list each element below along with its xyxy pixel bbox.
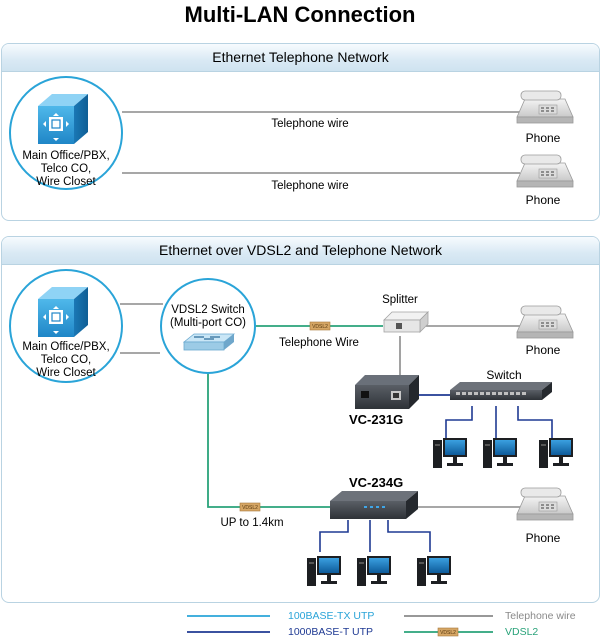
vdsl2-tag — [239, 502, 261, 512]
office-label: Main Office/PBX, Telco CO, Wire Closet — [22, 150, 110, 188]
panel-header: Ethernet Telephone Network — [2, 44, 599, 72]
legend-label-vdsl2: VDSL2 — [505, 626, 539, 638]
splitter-label: Splitter — [382, 294, 418, 306]
legend-label-100base-tx: 100BASE-TX UTP — [288, 610, 375, 622]
pc-icon — [357, 556, 391, 586]
phone-label: Phone — [525, 531, 561, 545]
office-icon — [37, 286, 89, 338]
telephone-wire-label: Telephone wire — [271, 118, 349, 130]
office-label: Main Office/PBX, Telco CO, Wire Closet — [22, 341, 110, 379]
vc-231g-icon — [355, 375, 419, 409]
switch-label: Switch — [486, 368, 522, 382]
splitter-icon — [383, 311, 429, 333]
phone-label: Phone — [525, 193, 561, 207]
switch-icon — [450, 382, 552, 400]
telephone-wire-label: Telephone wire — [271, 180, 349, 192]
vdsl2-tag — [309, 321, 331, 331]
pc-icon — [433, 438, 467, 468]
panel-header: Ethernet over VDSL2 and Telephone Networ… — [2, 237, 599, 265]
pc-icon — [307, 556, 341, 586]
page-title: Multi-LAN Connection — [184, 2, 416, 27]
vc-234g-icon — [330, 491, 418, 519]
legend-vdsl2-tag — [437, 627, 459, 637]
telephone-wire-label: Telephone Wire — [279, 337, 359, 349]
vdsl2-switch-icon — [182, 333, 236, 351]
vc-234g-label: VC-234G — [349, 475, 404, 490]
phone-label: Phone — [525, 131, 561, 145]
panel-ethernet-telephone: Ethernet Telephone Network — [1, 43, 600, 221]
pc-icon — [483, 438, 517, 468]
distance-label: UP to 1.4km — [220, 517, 284, 529]
office-icon — [37, 93, 89, 145]
pc-icon — [539, 438, 573, 468]
phone-icon — [516, 305, 574, 339]
vc-231g-label: VC-231G — [349, 412, 404, 427]
phone-icon — [516, 487, 574, 521]
vdsl2-switch-label: VDSL2 Switch (Multi-port CO) — [169, 304, 247, 329]
phone-icon — [516, 154, 574, 188]
pc-icon — [417, 556, 451, 586]
legend-label-telephone: Telephone wire — [505, 610, 576, 622]
phone-label: Phone — [525, 343, 561, 357]
legend-label-1000base-t: 1000BASE-T UTP — [288, 626, 374, 638]
phone-icon — [516, 90, 574, 124]
